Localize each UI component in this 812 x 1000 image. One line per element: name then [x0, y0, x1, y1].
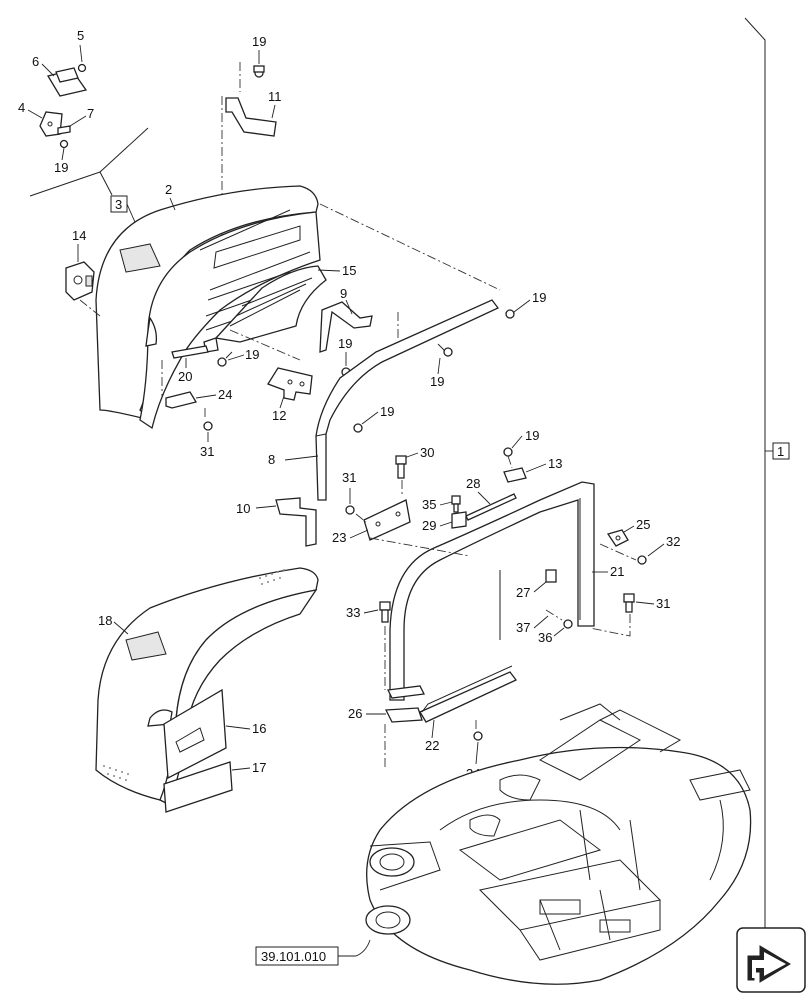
callout-1: 1: [777, 444, 784, 459]
callout-19-a: 19: [54, 160, 68, 175]
callout-37: 37: [516, 620, 530, 635]
callout-27: 27: [516, 585, 530, 600]
callout-11: 11: [268, 89, 282, 104]
callout-23: 23: [332, 530, 346, 545]
callout-28: 28: [466, 476, 480, 491]
bracket-24: [165, 391, 198, 409]
next-page-arrow-icon[interactable]: [736, 927, 806, 993]
callout-7: 7: [87, 106, 94, 121]
callout-12: 12: [272, 408, 286, 423]
pad-16: [163, 688, 227, 780]
callout-19-h: 19: [525, 428, 539, 443]
callout-32: 32: [666, 534, 680, 549]
lock-flap-part: [39, 63, 88, 149]
callout-19-g: 19: [380, 404, 394, 419]
callout-31-c: 31: [656, 596, 670, 611]
callout-6: 6: [32, 54, 39, 69]
callout-22: 22: [425, 738, 439, 753]
callout-14: 14: [72, 228, 86, 243]
callout-19-f: 19: [245, 347, 259, 362]
hood-panel-2: [95, 185, 321, 430]
callout-5: 5: [77, 28, 84, 43]
callout-29: 29: [422, 518, 436, 533]
pad-17: [163, 761, 233, 813]
callout-16: 16: [252, 721, 266, 736]
callout-19-c: 19: [532, 290, 546, 305]
base-frame: [365, 703, 752, 985]
callout-20: 20: [178, 369, 192, 384]
callout-10: 10: [236, 501, 250, 516]
plate-26: [384, 707, 423, 723]
bracket-11: [225, 97, 277, 137]
callout-8: 8: [268, 452, 275, 467]
callout-3: 3: [115, 197, 122, 212]
strip-20: [171, 345, 209, 359]
callout-31-a: 31: [200, 444, 214, 459]
callout-17: 17: [252, 760, 266, 775]
callout-26: 26: [348, 706, 362, 721]
callout-4: 4: [18, 100, 25, 115]
bracket-10: [275, 497, 317, 547]
support-bar-8: [315, 299, 500, 501]
hood-panel-18: [95, 567, 319, 805]
callout-19-e: 19: [430, 374, 444, 389]
rail-22: [419, 671, 518, 723]
bracket-9: [319, 301, 373, 353]
reference-label: 39.101.010: [261, 949, 326, 964]
nut-25: [606, 529, 629, 547]
callout-19-d: 19: [338, 336, 352, 351]
rod-28: [465, 493, 517, 521]
side-frame-21: [387, 481, 595, 701]
callout-19-b: 19: [252, 34, 266, 49]
plate-23: [363, 499, 411, 541]
callout-24: 24: [218, 387, 232, 402]
callout-box-1: [772, 442, 790, 460]
clip-13: [503, 467, 527, 483]
callout-9: 9: [340, 286, 347, 301]
callout-31-b: 31: [342, 470, 356, 485]
callout-30: 30: [420, 445, 434, 460]
callout-18: 18: [98, 613, 112, 628]
callout-2: 2: [165, 182, 172, 197]
callout-21: 21: [610, 564, 624, 579]
callout-13: 13: [548, 456, 562, 471]
callout-35: 35: [422, 497, 436, 512]
callout-25: 25: [636, 517, 650, 532]
callout-15: 15: [342, 263, 356, 278]
latch-14: [65, 261, 95, 301]
callout-33: 33: [346, 605, 360, 620]
callout-36: 36: [538, 630, 552, 645]
